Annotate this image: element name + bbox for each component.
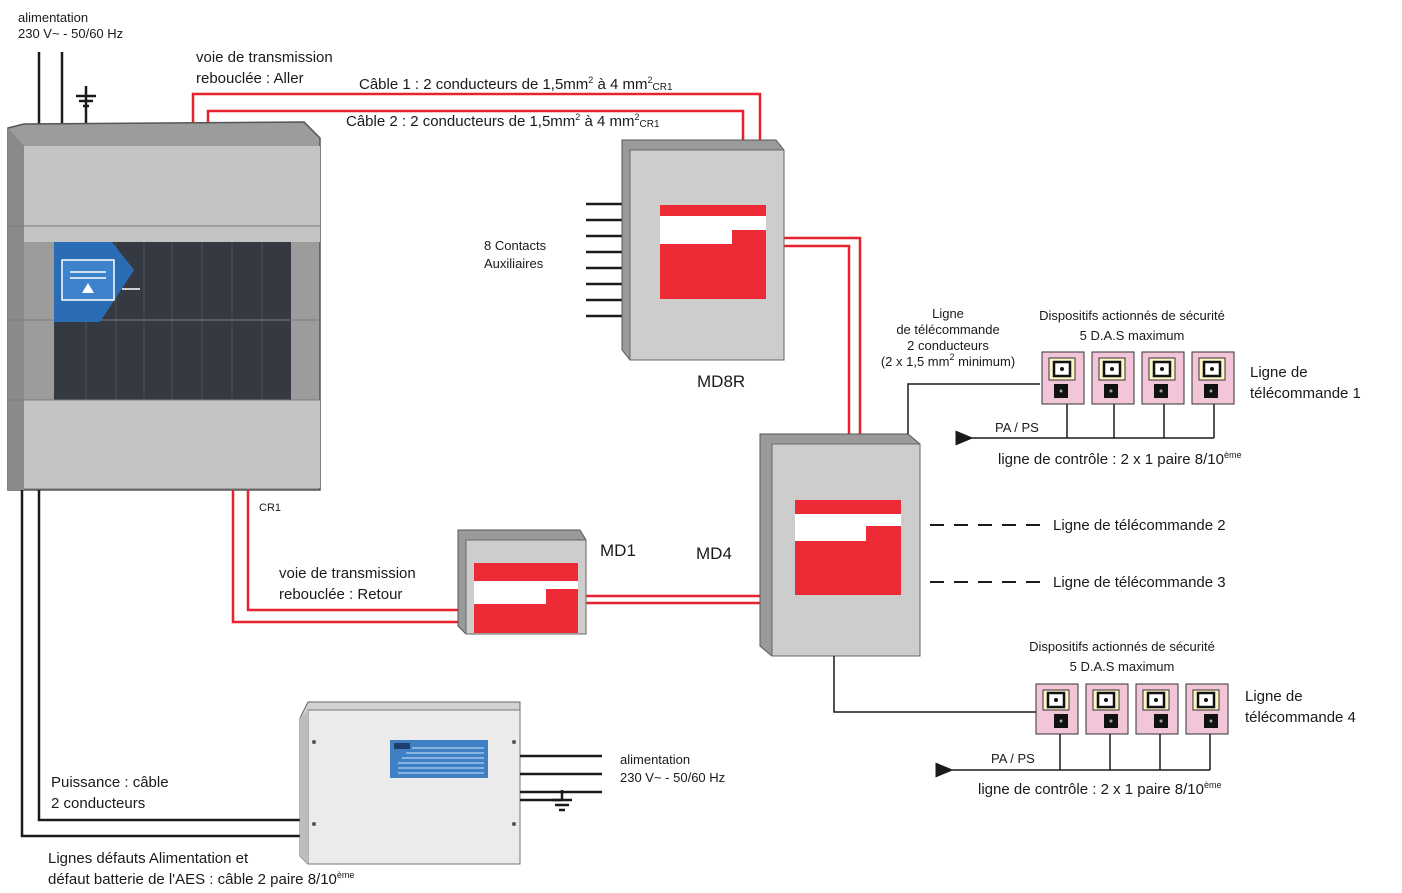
das-devices-top xyxy=(1041,351,1235,405)
aes-box xyxy=(299,701,521,865)
das-bottom-label: Dispositifs actionnés de sécurité 5 D.A.… xyxy=(1029,639,1215,674)
aux-contacts xyxy=(586,202,622,318)
telecmd-line-label: Ligne de télécommande 2 conducteurs (2 x… xyxy=(880,306,1016,369)
md8r-label: MD8R xyxy=(697,372,746,391)
loop-return-label: voie de transmission rebouclée : Retour xyxy=(279,565,416,603)
control-line-2-label: ligne de contrôle : 2 x 1 paire 8/10ème xyxy=(978,780,1222,799)
md1-module xyxy=(457,529,587,635)
ground-icon-top xyxy=(76,86,96,108)
md8r-module xyxy=(621,139,785,361)
telecmd-2-3-dashed xyxy=(930,524,1045,583)
das-devices-bottom xyxy=(1035,683,1229,735)
md1-label: MD1 xyxy=(600,541,636,560)
cable-2-label: Câble 2 : 2 conducteurs de 1,5mm2 à 4 mm… xyxy=(346,112,660,131)
aux-contacts-label: 8 Contacts Auxiliaires xyxy=(484,238,547,271)
pa-ps-top-label: PA / PS xyxy=(995,420,1039,435)
power-aes-label: alimentation 230 V~ - 50/60 Hz xyxy=(620,752,726,785)
pa-ps-bottom-label: PA / PS xyxy=(991,751,1035,766)
ground-icon-aes xyxy=(552,790,572,812)
power-top-label: alimentation 230 V~ - 50/60 Hz xyxy=(18,10,124,41)
defauts-label: Lignes défauts Alimentation et défaut ba… xyxy=(48,850,355,888)
telecmd-1-wiring xyxy=(907,383,1215,446)
power-feed-top xyxy=(37,52,88,128)
central-panel xyxy=(7,121,321,491)
cable-md8r-md4 xyxy=(783,236,862,434)
cable-loop-return xyxy=(231,490,762,624)
control-line-1-label: ligne de contrôle : 2 x 1 paire 8/10ème xyxy=(998,450,1242,469)
md4-label: MD4 xyxy=(696,544,732,563)
loop-out-label: voie de transmission rebouclée : Aller xyxy=(196,49,333,87)
ligne-4-label: Ligne de télécommande 4 xyxy=(1245,688,1356,726)
das-top-label: Dispositifs actionnés de sécurité 5 D.A.… xyxy=(1039,308,1225,343)
ligne-2-label: Ligne de télécommande 2 xyxy=(1053,517,1226,534)
ligne-3-label: Ligne de télécommande 3 xyxy=(1053,574,1226,591)
md4-module xyxy=(759,433,921,657)
puissance-label: Puissance : câble 2 conducteurs xyxy=(51,774,169,812)
cable-loop-top xyxy=(191,92,762,140)
telecmd-4-wiring xyxy=(833,656,1211,778)
cable-1-label: Câble 1 : 2 conducteurs de 1,5mm2 à 4 mm… xyxy=(359,75,673,94)
cr1-label: CR1 xyxy=(259,502,282,514)
ligne-1-label: Ligne de télécommande 1 xyxy=(1250,364,1361,402)
aes-wires xyxy=(20,490,300,838)
